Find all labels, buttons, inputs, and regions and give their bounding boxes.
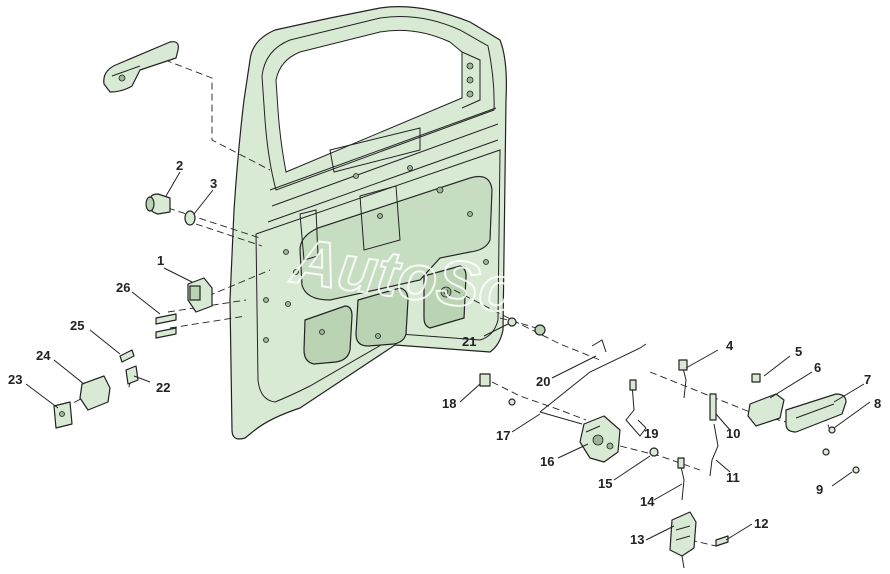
screw-9a (822, 448, 830, 456)
callout-16: 16 (540, 454, 554, 469)
cable-19 (625, 383, 647, 437)
callout-10: 10 (726, 426, 740, 441)
callout-20: 20 (536, 374, 550, 389)
clip-18 (479, 373, 491, 387)
bushing-22 (125, 365, 139, 385)
lock-cylinder (145, 193, 171, 215)
pin-25 (119, 349, 135, 363)
callout-21: 21 (462, 334, 476, 349)
check-strap (79, 375, 111, 411)
leader-lines (25, 171, 871, 541)
screw-9b (852, 466, 860, 474)
callout-5: 5 (795, 344, 802, 359)
door-panel (229, 6, 507, 440)
callout-24: 24 (36, 348, 51, 363)
callout-18: 18 (442, 396, 456, 411)
outer-handle (103, 41, 179, 93)
seal-ring (184, 210, 196, 226)
grommet (507, 317, 517, 327)
callout-6: 6 (814, 360, 821, 375)
rod-10 (709, 393, 717, 421)
lock-actuator (669, 511, 697, 569)
screw-12 (715, 535, 729, 547)
cap-8 (828, 426, 836, 434)
callout-1: 1 (157, 253, 164, 268)
plug-21 (534, 324, 546, 336)
rod-20 (539, 343, 647, 413)
door-hinge (187, 277, 213, 313)
callout-13: 13 (630, 532, 644, 547)
callout-12: 12 (754, 516, 768, 531)
callout-26: 26 (116, 280, 130, 295)
inner-handle (747, 393, 847, 433)
nut-15 (649, 447, 659, 457)
callout-7: 7 (864, 372, 871, 387)
callout-25: 25 (70, 318, 84, 333)
hinge-bolts (155, 313, 177, 339)
callout-15: 15 (598, 476, 612, 491)
callout-8: 8 (874, 396, 881, 411)
callout-19: 19 (644, 426, 658, 441)
door-latch (579, 415, 621, 463)
callout-labels: 1 2 3 4 5 6 7 8 9 10 11 12 13 14 15 16 1… (8, 158, 881, 547)
callout-22: 22 (156, 380, 170, 395)
callout-9: 9 (816, 482, 823, 497)
callout-17: 17 (496, 428, 510, 443)
callout-2: 2 (176, 158, 183, 173)
screw-5 (751, 373, 761, 383)
rod-17 (539, 411, 583, 425)
callout-23: 23 (8, 372, 22, 387)
callout-14: 14 (640, 494, 655, 509)
callout-11: 11 (726, 470, 740, 485)
bracket (53, 401, 73, 429)
cable-11 (709, 423, 719, 477)
callout-3: 3 (210, 176, 217, 191)
callout-4: 4 (726, 338, 734, 353)
